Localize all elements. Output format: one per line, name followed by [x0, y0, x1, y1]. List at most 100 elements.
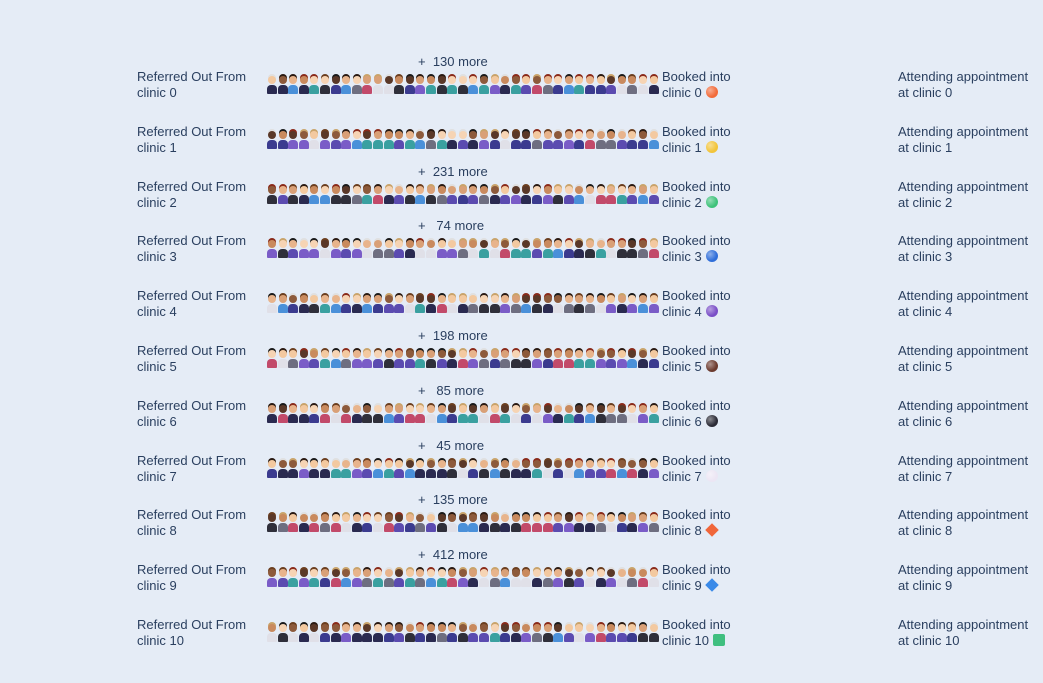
person-icon [394, 183, 405, 207]
person-icon [330, 347, 341, 371]
person-icon [415, 566, 426, 590]
person-icon [616, 457, 627, 481]
person-icon [373, 73, 383, 97]
attending-text: Attending appointment [898, 69, 1029, 84]
person-icon [648, 347, 659, 371]
person-icon [383, 128, 394, 152]
person-icon [436, 621, 447, 645]
person-icon [351, 347, 362, 371]
person-icon [373, 511, 383, 535]
person-icon [489, 566, 500, 590]
person-icon [553, 457, 564, 481]
attending-text: Attending appointment [898, 233, 1029, 249]
person-icon [479, 183, 489, 207]
person-icon [426, 621, 436, 645]
attending-text: Attending appointment [898, 178, 1029, 194]
person-icon [383, 621, 394, 645]
person-icon [404, 183, 415, 207]
referred-text: Referred Out From [137, 233, 247, 249]
person-icon [468, 237, 479, 261]
person-icon [288, 457, 299, 481]
booked-text: Booked into [662, 123, 731, 139]
person-icon [521, 292, 532, 316]
person-icon [648, 183, 659, 207]
person-icon [563, 457, 574, 481]
person-icon [542, 566, 553, 590]
attending-clinic: at clinic 10 [898, 633, 960, 648]
person-icon [426, 402, 436, 426]
person-icon [309, 457, 320, 481]
person-icon [267, 183, 277, 207]
person-icon [595, 128, 606, 152]
person-icon [595, 457, 606, 481]
person-icon [606, 511, 617, 535]
person-icon [330, 292, 341, 316]
person-icon [351, 292, 362, 316]
person-icon [510, 128, 521, 152]
booked-text: Booked into [662, 507, 731, 523]
booked-clinic-line: clinic 9 [662, 578, 731, 594]
person-icon [426, 128, 436, 152]
person-icon [404, 128, 415, 152]
person-icon [330, 73, 341, 97]
person-icon [510, 402, 521, 426]
person-icon [277, 511, 288, 535]
person-icon [521, 237, 532, 261]
person-icon [532, 347, 542, 371]
person-icon [404, 292, 415, 316]
person-icon [415, 292, 426, 316]
person-icon [616, 621, 627, 645]
attending-clinic: at clinic 7 [898, 468, 953, 484]
person-icon [638, 402, 648, 426]
booked-clinic: clinic 0 [662, 85, 702, 100]
person-icon [648, 402, 659, 426]
person-icon [638, 457, 648, 481]
person-icon [532, 457, 542, 481]
person-icon [510, 347, 521, 371]
person-icon [627, 457, 638, 481]
person-icon [447, 347, 458, 371]
attending-text: Attending appointment [898, 617, 1029, 632]
person-icon [585, 457, 595, 481]
person-icon [426, 183, 436, 207]
person-icon [373, 347, 383, 371]
person-icon [436, 566, 447, 590]
person-icon [574, 73, 585, 97]
person-icon [553, 128, 564, 152]
person-icon [309, 237, 320, 261]
person-icon [510, 621, 521, 645]
booked-clinic: clinic 2 [662, 194, 702, 210]
clinic-badge-icon [705, 360, 718, 372]
person-icon [330, 621, 341, 645]
person-icon [542, 457, 553, 481]
person-icon [616, 292, 627, 316]
person-icon [404, 237, 415, 261]
person-icon [309, 621, 320, 645]
person-icon [436, 183, 447, 207]
person-icon [532, 183, 542, 207]
person-icon [595, 237, 606, 261]
person-icon [468, 347, 479, 371]
person-icon [532, 566, 542, 590]
person-icon [426, 566, 436, 590]
attending-clinic: at clinic 3 [898, 249, 953, 265]
person-icon [510, 292, 521, 316]
person-icon [362, 237, 373, 261]
person-icon [648, 566, 659, 590]
person-icon [489, 128, 500, 152]
person-icon [415, 347, 426, 371]
person-icon [468, 511, 479, 535]
person-icon [362, 292, 373, 316]
person-icon [362, 621, 373, 645]
clinic-badge-icon [705, 469, 718, 482]
referred-text: Referred Out From [137, 178, 247, 194]
person-icon [606, 402, 617, 426]
person-icon [627, 402, 638, 426]
attending-clinic: at clinic 6 [898, 413, 953, 429]
person-icon [510, 511, 521, 535]
